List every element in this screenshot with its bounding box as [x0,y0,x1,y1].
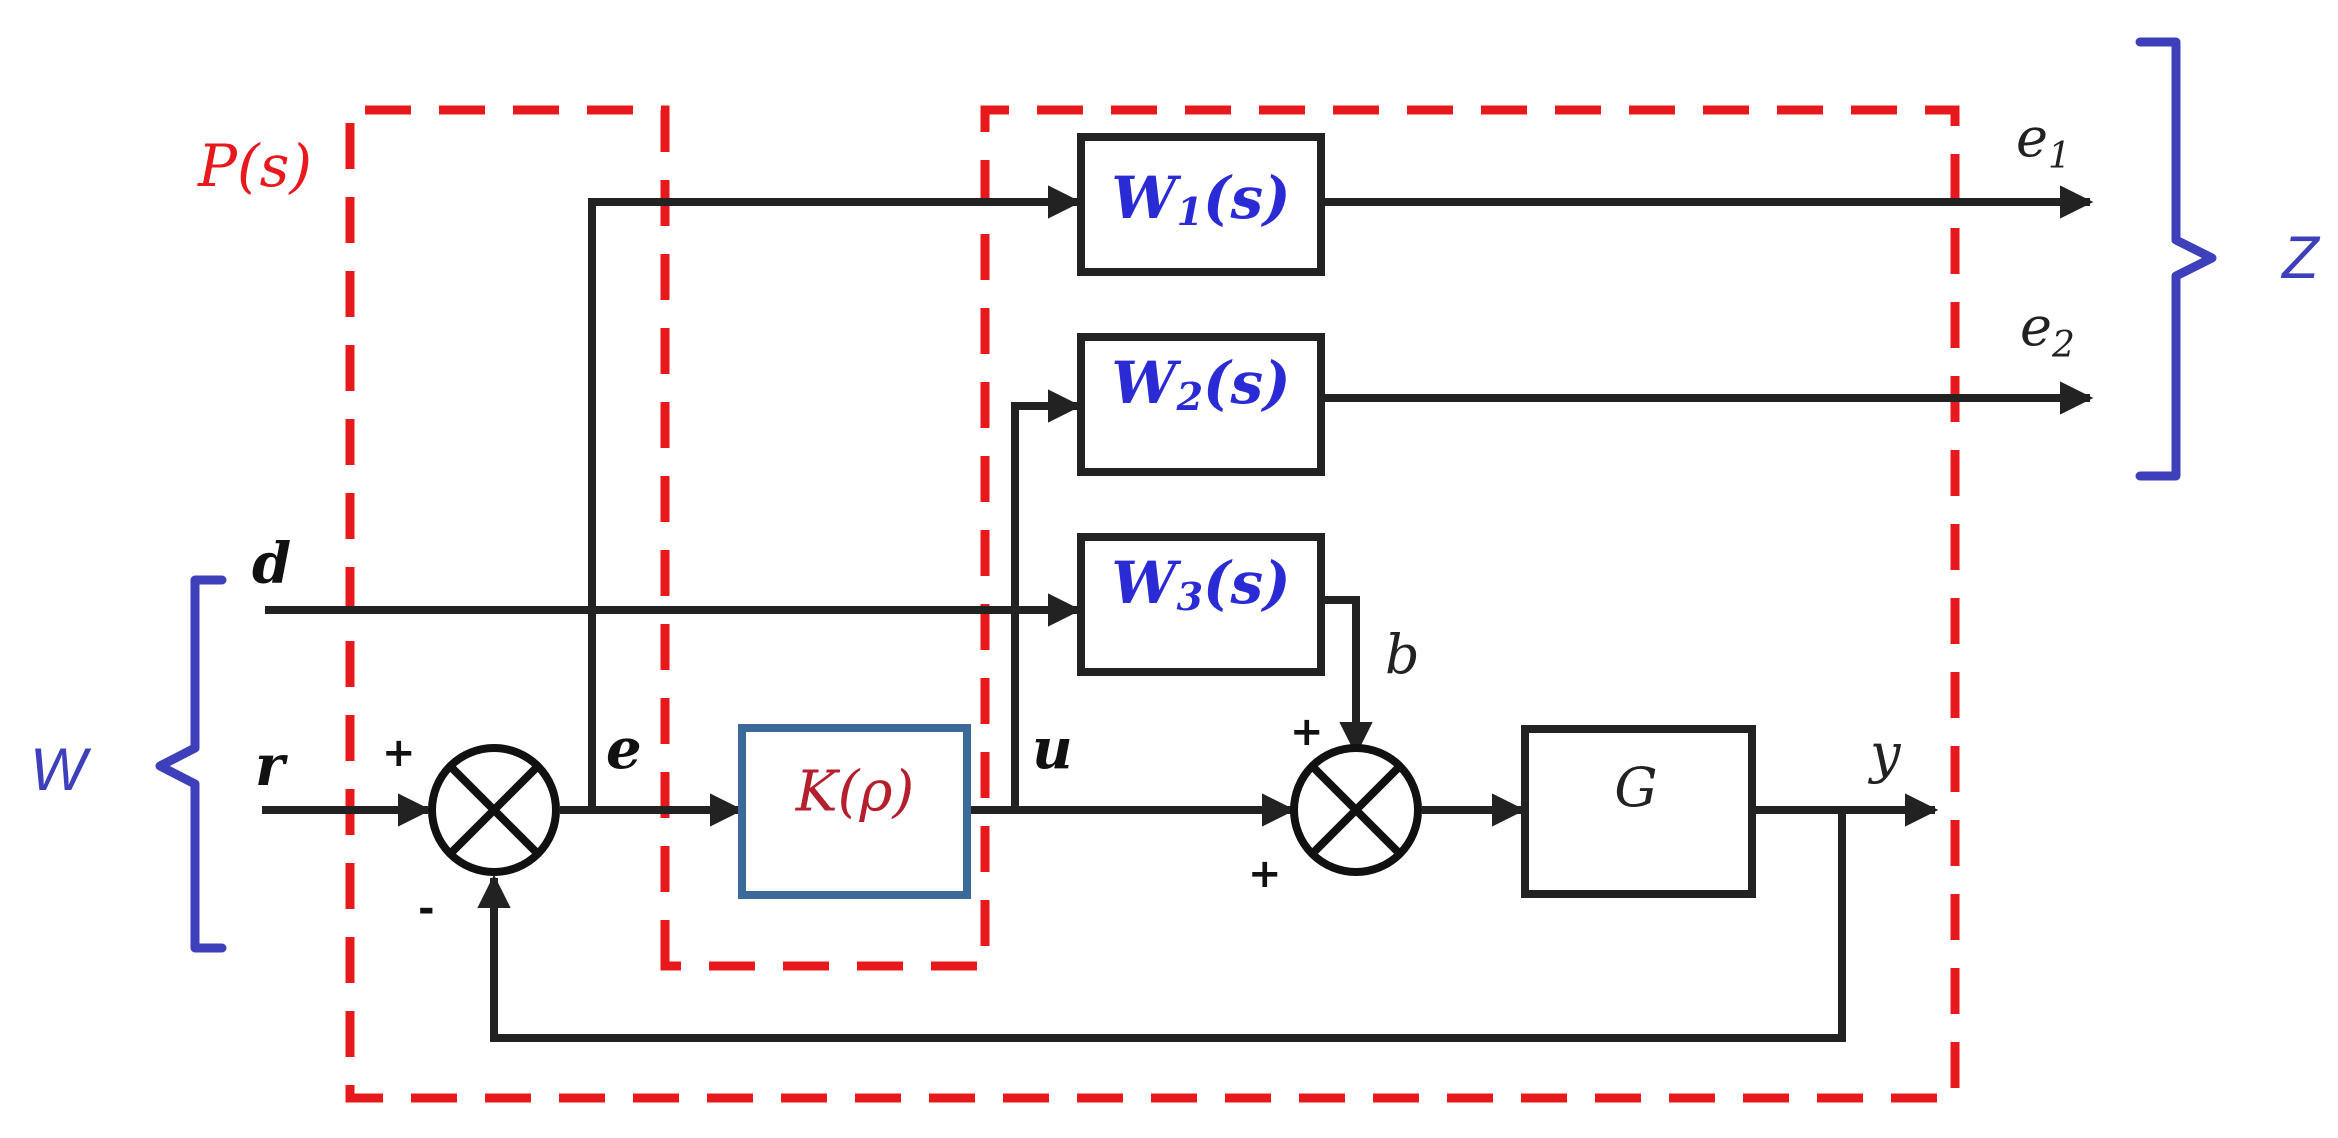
controller-block [738,724,971,899]
wire-u-to-w2 [1011,389,1082,810]
g-block [1521,725,1756,898]
summing-junction-1 [428,744,560,876]
wire-feedback [477,810,1846,1042]
plant-label: P(s) [197,132,312,200]
sum1-minus-sign: - [418,886,435,932]
g-label: G [1614,756,1657,819]
w2-block [1077,333,1325,476]
plant-boundary-left [345,105,1960,1103]
summing-junction-2 [1290,744,1422,876]
w3-label: W3(s) [1111,549,1290,619]
signal-y-label: y [1868,722,1902,785]
input-brace [155,575,227,953]
w1-block [1077,133,1325,276]
signal-u-label: u [1032,716,1073,782]
w2-label: W2(s) [1111,349,1290,419]
signal-b-label: b [1385,623,1420,686]
sum2-plus-top-sign: + [1290,709,1324,755]
signal-e2-label: e2 [2020,295,2075,366]
output-brace [2135,37,2217,481]
controller-label: K(ρ) [795,760,914,825]
w1-label: W1(s) [1111,164,1290,234]
signal-d-label: d [252,531,291,597]
signal-e-label: e [606,716,642,782]
signal-r-label: r [255,733,288,799]
sum2-plus-bottom-sign: + [1248,851,1282,897]
outputs-group-label: Z [2280,224,2321,291]
signal-wires [262,185,2094,1042]
wire-b [1321,596,1373,756]
inputs-group-label: W [30,736,92,803]
sum1-plus-sign: + [382,730,416,776]
signal-e1-label: e1 [2016,106,2071,177]
w3-block [1077,533,1325,676]
